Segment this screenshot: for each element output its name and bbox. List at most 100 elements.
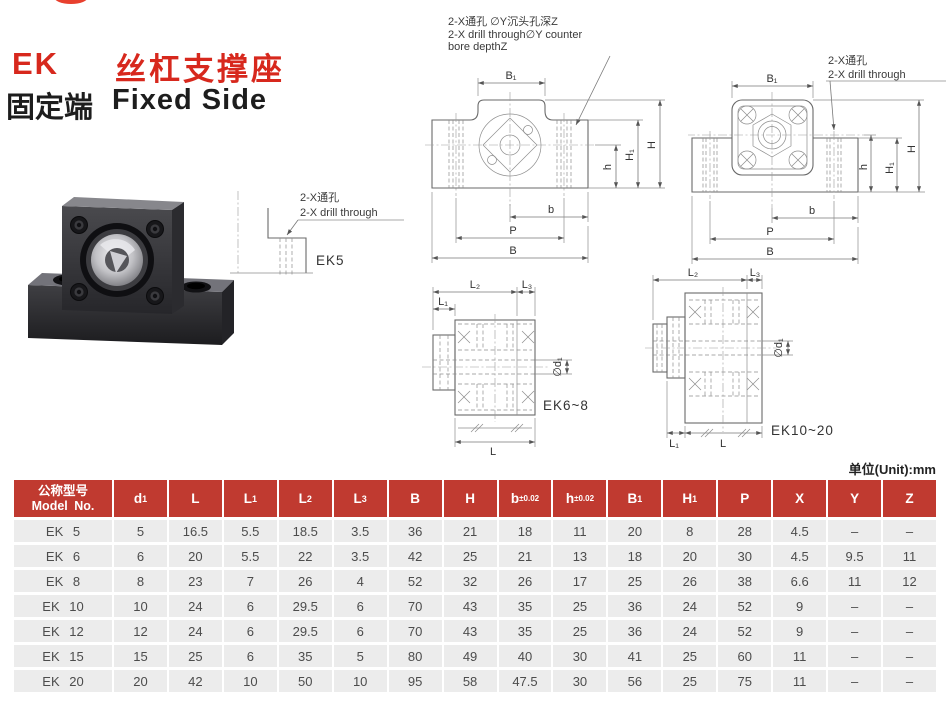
dim-L2: L₂	[470, 279, 480, 291]
col-header-h: H	[443, 480, 497, 517]
counterbore-note-cn: 2-X通孔 ∅Y沉头孔深Z	[448, 15, 558, 28]
cell: 49	[443, 645, 497, 667]
cell: 36	[388, 520, 442, 542]
drawing-front-view-ek10-20: 2-X通孔 2-X drill through	[688, 54, 946, 264]
cell: 75	[718, 670, 772, 692]
cell: 25	[168, 645, 222, 667]
cell: 23	[168, 570, 222, 592]
cell: 52	[388, 570, 442, 592]
subtitle-english: Fixed Side	[112, 84, 268, 116]
cell: –	[883, 670, 936, 692]
dim-L: L	[490, 446, 496, 458]
cell: 24	[663, 595, 717, 617]
cell: 16.5	[168, 520, 222, 542]
cell: 11	[828, 570, 882, 592]
dim-b: b	[548, 204, 554, 216]
bearing-section	[457, 323, 535, 411]
cell: 10	[223, 670, 277, 692]
cell: 29.5	[278, 620, 332, 642]
cell: 30	[553, 670, 607, 692]
cell: 10	[333, 670, 387, 692]
cell: 4.5	[773, 520, 827, 542]
drill-note-cn: 2-X通孔	[828, 54, 867, 67]
cell: 38	[718, 570, 772, 592]
dim-H1: H₁	[884, 162, 896, 174]
title-chinese: 丝杠支撑座	[115, 52, 285, 87]
cell: 26	[663, 570, 717, 592]
drawing-side-view-ek6-8: L₂ L₃ L₁ ∅d₁ L EK6~8	[422, 279, 588, 458]
cell: 8	[114, 570, 167, 592]
cell: 25	[663, 645, 717, 667]
col-header-y: Y	[828, 480, 882, 517]
cell: 50	[278, 670, 332, 692]
dim-B: B	[766, 246, 773, 258]
cell: –	[828, 595, 882, 617]
cell: 42	[168, 670, 222, 692]
col-header-b: b±0.02	[498, 480, 552, 517]
cell: –	[828, 645, 882, 667]
cell: –	[883, 520, 936, 542]
cell: 26	[278, 570, 332, 592]
cell: 6	[223, 620, 277, 642]
cell: 52	[718, 620, 772, 642]
dim-d1: ∅d₁	[552, 357, 564, 377]
counterbore-note-en2: bore depthZ	[448, 41, 508, 53]
cell: 9	[773, 620, 827, 642]
dim-L1: L₁	[669, 438, 679, 450]
socket-screws	[70, 216, 164, 305]
cell: 3.5	[333, 520, 387, 542]
cell: 6	[333, 595, 387, 617]
cell: 47.5	[498, 670, 552, 692]
row-model: EK 20	[14, 670, 112, 692]
cell: 18	[498, 520, 552, 542]
cell: 7	[223, 570, 277, 592]
mount-hole-left	[448, 113, 464, 196]
cell: 24	[663, 620, 717, 642]
drill-note-en: 2-X drill through	[300, 207, 378, 219]
cell: 41	[608, 645, 662, 667]
counterbore-note-en1: 2-X drill through∅Y counter	[448, 29, 582, 41]
cell: 17	[553, 570, 607, 592]
cell: 52	[718, 595, 772, 617]
col-header-z: Z	[883, 480, 936, 517]
cell: 15	[114, 645, 167, 667]
cell: 6	[223, 645, 277, 667]
dim-h: h	[858, 164, 870, 170]
bearing-bore	[80, 223, 154, 297]
drill-note-en: 2-X drill through	[828, 69, 906, 81]
cell: 10	[114, 595, 167, 617]
cell: 58	[443, 670, 497, 692]
cell: 70	[388, 620, 442, 642]
col-header-x: X	[773, 480, 827, 517]
cell: 11	[553, 520, 607, 542]
dim-L1: L₁	[438, 296, 448, 308]
dim-L: L	[720, 438, 726, 450]
cell: 43	[443, 595, 497, 617]
drawing-detail-ek5: 2-X通孔 2-X drill through EK5	[230, 191, 404, 275]
cell: 26	[498, 570, 552, 592]
cell: 43	[443, 620, 497, 642]
cell: 20	[608, 520, 662, 542]
cell: 30	[718, 545, 772, 567]
series-code: EK	[12, 46, 60, 81]
dim-d1: ∅d₁	[773, 338, 785, 358]
cell: 20	[663, 545, 717, 567]
product-photo	[28, 197, 234, 345]
dim-H: H	[646, 141, 658, 149]
dim-H1: H₁	[624, 149, 636, 161]
cell: 22	[278, 545, 332, 567]
dim-B: B	[509, 245, 516, 257]
cell: 35	[278, 645, 332, 667]
dim-L3: L₃	[522, 279, 533, 291]
cell: 9.5	[828, 545, 882, 567]
cell: 6	[223, 595, 277, 617]
cell: 21	[498, 545, 552, 567]
cell: 42	[388, 545, 442, 567]
dim-P: P	[766, 226, 773, 238]
cell: 5	[114, 520, 167, 542]
mount-hole-left	[702, 131, 718, 199]
